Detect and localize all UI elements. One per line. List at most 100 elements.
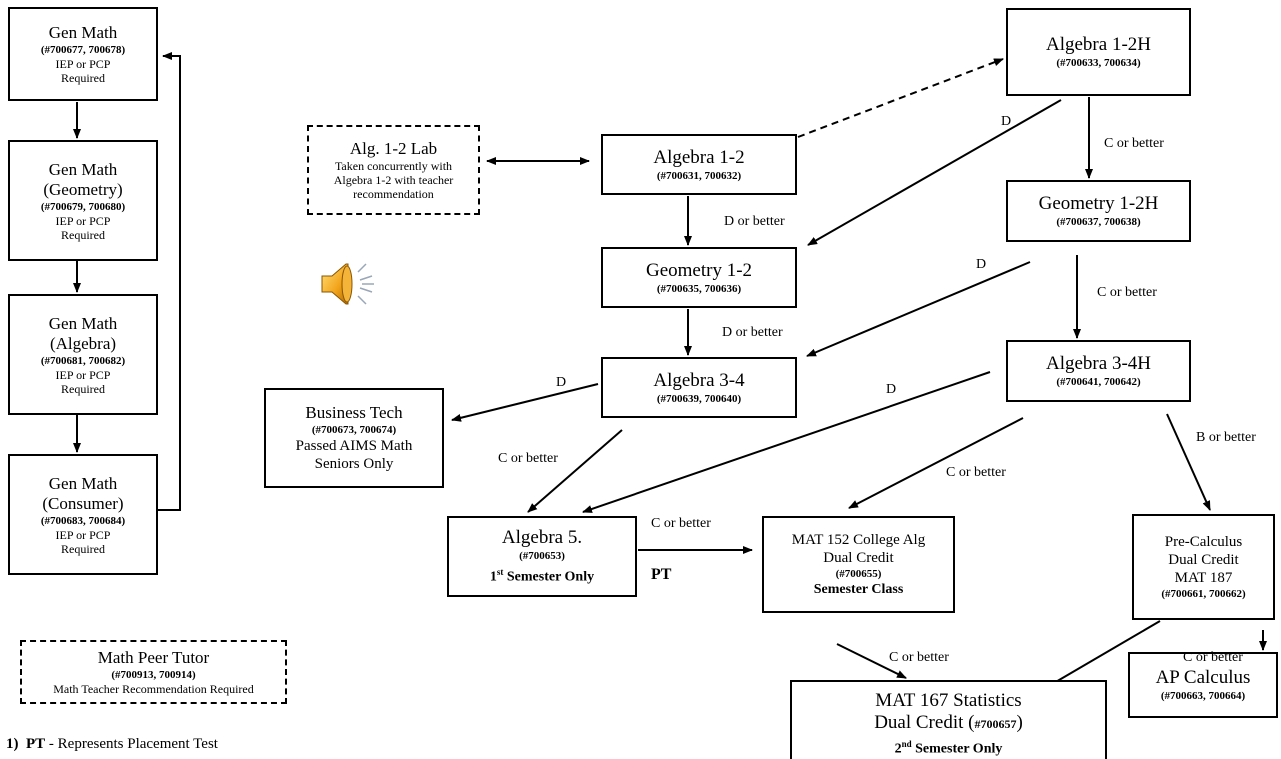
box-note: recommendation xyxy=(353,187,434,201)
arrow-alg34h-alg5 xyxy=(582,371,991,513)
edge-label: C or better xyxy=(498,451,558,466)
box-algebra-3-4h: Algebra 3-4H (#700641, 700642) xyxy=(1006,340,1191,402)
box-note: IEP or PCP xyxy=(55,367,111,382)
arrow-geo12h-alg34 xyxy=(806,261,1031,357)
box-title: Algebra 3-4H xyxy=(1046,353,1151,374)
box-note: Semester Class xyxy=(813,581,904,597)
box-title: (Consumer) xyxy=(42,493,124,513)
arrow-mat152-mat167 xyxy=(836,643,907,679)
box-code: (#700655) xyxy=(835,567,882,580)
edge-label: D or better xyxy=(724,214,785,229)
box-title: Dual Credit xyxy=(1168,552,1239,568)
box-gen-math-geometry: Gen Math (Geometry) (#700679, 700680) IE… xyxy=(8,140,158,261)
placement-test-label: PT xyxy=(651,566,672,583)
box-title: Dual Credit (#700657) xyxy=(874,712,1023,733)
edge-label: D xyxy=(556,375,567,390)
box-title: Algebra 3-4 xyxy=(653,369,745,391)
box-geometry-1-2: Geometry 1-2 (#700635, 700636) xyxy=(601,247,797,308)
box-mat-167: MAT 167 Statistics Dual Credit (#700657)… xyxy=(790,680,1107,759)
box-algebra-1-2h: Algebra 1-2H (#700633, 700634) xyxy=(1006,8,1191,96)
box-note: Required xyxy=(61,71,105,85)
box-note: Required xyxy=(61,541,105,556)
box-code: (#700633, 700634) xyxy=(1056,57,1141,69)
box-title: Geometry 1-2H xyxy=(1038,193,1159,214)
arrow-precalc-mat167 xyxy=(1041,620,1161,691)
box-note: IEP or PCP xyxy=(55,213,111,228)
box-note: Algebra 1-2 with teacher xyxy=(333,173,454,187)
box-note: Required xyxy=(61,381,105,396)
box-title: Gen Math xyxy=(48,473,118,493)
box-title: Algebra 1-2 xyxy=(653,146,745,168)
box-gen-math-algebra: Gen Math (Algebra) (#700681, 700682) IEP… xyxy=(8,294,158,415)
footnote-item: 1) PT - Represents Placement Test xyxy=(6,736,218,752)
box-note: Passed AIMS Math xyxy=(295,438,413,454)
arrow-consumer-return xyxy=(156,52,181,511)
arrow-alg12-alg12h xyxy=(797,58,1004,138)
box-note: IEP or PCP xyxy=(55,527,111,542)
box-code: (#700913, 700914) xyxy=(111,669,196,681)
edge-label: D xyxy=(1001,114,1012,129)
box-code: (#700661, 700662) xyxy=(1161,588,1246,600)
edge-label: C or better xyxy=(1097,285,1157,300)
arrow-alg34h-mat152 xyxy=(848,417,1024,509)
box-title: MAT 167 Statistics xyxy=(875,690,1022,711)
box-code: (#700683, 700684) xyxy=(40,514,126,527)
box-code: (#700637, 700638) xyxy=(1056,216,1141,228)
box-note: IEP or PCP xyxy=(55,57,111,71)
box-title: Business Tech xyxy=(305,403,403,422)
box-title: Algebra 5. xyxy=(501,526,583,548)
box-geometry-1-2h: Geometry 1-2H (#700637, 700638) xyxy=(1006,180,1191,242)
box-title: Pre-Calculus xyxy=(1164,534,1243,550)
box-gen-math: Gen Math (#700677, 700678) IEP or PCP Re… xyxy=(8,7,158,101)
box-note: Seniors Only xyxy=(314,456,394,472)
box-algebra-1-2: Algebra 1-2 (#700631, 700632) xyxy=(601,134,797,195)
box-code: (#700631, 700632) xyxy=(656,169,742,182)
box-ap-calculus: AP Calculus (#700663, 700664) xyxy=(1128,652,1278,718)
box-note: Math Teacher Recommendation Required xyxy=(53,682,254,696)
box-note: Required xyxy=(61,227,105,242)
box-code: (#700679, 700680) xyxy=(40,200,126,213)
edge-label: C or better xyxy=(1104,136,1164,151)
box-title: Gen Math xyxy=(48,23,118,42)
footnotes: 1) PT - Represents Placement Test xyxy=(6,734,218,754)
edge-label: C or better xyxy=(946,465,1006,480)
box-code: (#700639, 700640) xyxy=(656,392,742,405)
arrow-alg34-businesstech xyxy=(451,383,599,422)
edge-label: C or better xyxy=(889,650,949,665)
box-alg-lab: Alg. 1-2 Lab Taken concurrently with Alg… xyxy=(307,125,480,215)
box-title: Alg. 1-2 Lab xyxy=(349,139,438,158)
box-title: Geometry 1-2 xyxy=(645,259,753,281)
box-code: (#700681, 700682) xyxy=(40,354,126,367)
box-code: (#700653) xyxy=(519,549,565,562)
box-algebra-3-4: Algebra 3-4 (#700639, 700640) xyxy=(601,357,797,418)
box-title: MAT 187 xyxy=(1174,570,1233,586)
edge-label: C or better xyxy=(651,516,711,531)
edge-label: D or better xyxy=(722,325,783,340)
arrow-alg34h-precalc xyxy=(1166,413,1211,511)
box-algebra-5: Algebra 5. (#700653) 1st Semester Only xyxy=(447,516,637,597)
box-note: Taken concurrently with xyxy=(334,159,453,173)
box-title: Math Peer Tutor xyxy=(97,648,210,667)
box-title: (Geometry) xyxy=(43,179,123,199)
arrow-alg12h-geo12 xyxy=(807,99,1062,246)
box-semester: 1st Semester Only xyxy=(489,566,595,585)
box-pre-calculus: Pre-Calculus Dual Credit MAT 187 (#70066… xyxy=(1132,514,1275,620)
box-code: (#700641, 700642) xyxy=(1056,376,1141,388)
edge-label: D xyxy=(976,257,987,272)
box-code: (#700673, 700674) xyxy=(311,424,397,436)
edge-label: B or better xyxy=(1196,430,1256,445)
edge-label: C or better xyxy=(1183,650,1243,665)
box-title: (Algebra) xyxy=(49,333,117,353)
box-math-peer-tutor: Math Peer Tutor (#700913, 700914) Math T… xyxy=(20,640,287,704)
box-title: Algebra 1-2H xyxy=(1046,34,1151,55)
arrow-alg34-alg5 xyxy=(527,429,623,513)
speaker-icon[interactable] xyxy=(318,258,380,310)
box-title: Dual Credit xyxy=(823,549,894,566)
box-code: (#700663, 700664) xyxy=(1160,690,1246,702)
box-semester: 2nd Semester Only xyxy=(894,739,1003,757)
box-business-tech: Business Tech (#700673, 700674) Passed A… xyxy=(264,388,444,488)
box-code: (#700677, 700678) xyxy=(40,44,126,56)
box-title: Gen Math xyxy=(48,313,118,333)
box-code: (#700635, 700636) xyxy=(656,282,742,295)
